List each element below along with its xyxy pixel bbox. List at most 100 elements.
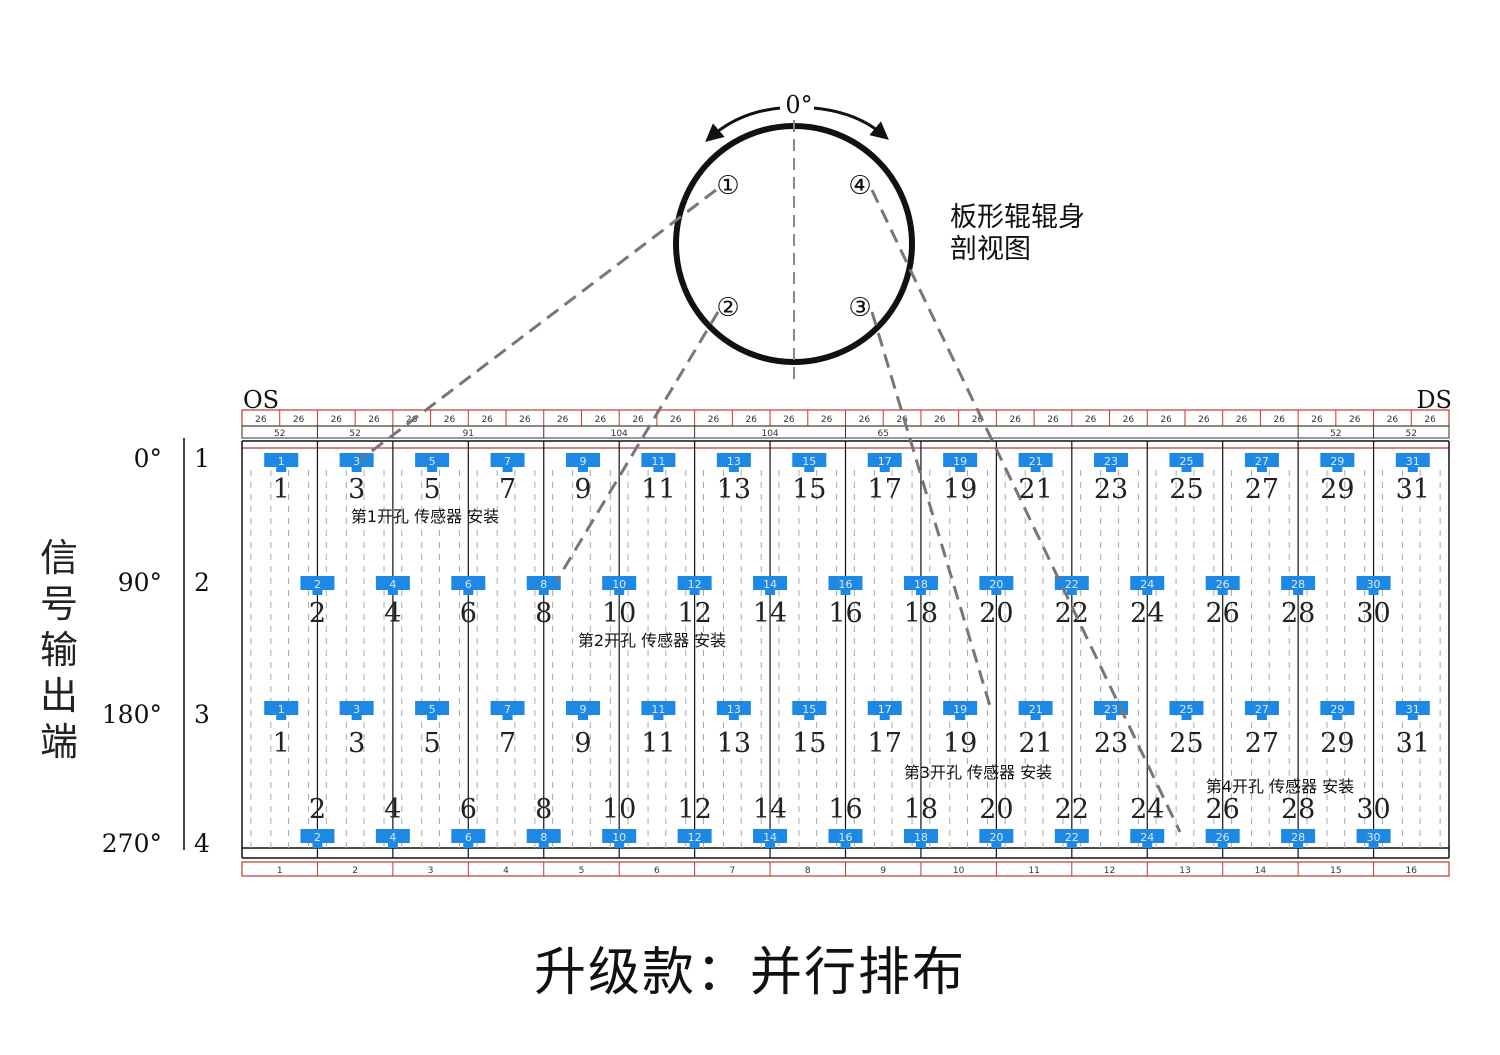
sensor-number-label: 14 bbox=[753, 794, 787, 825]
row-angle-label: 180° bbox=[102, 700, 162, 729]
sensor-icon bbox=[1205, 576, 1240, 590]
sensor-id-label: 23 bbox=[1104, 455, 1118, 468]
sensor-id-label: 20 bbox=[989, 831, 1003, 844]
sensor-number-label: 19 bbox=[943, 474, 977, 505]
sensor-number-label: 3 bbox=[348, 728, 365, 759]
sensor-icon bbox=[1181, 465, 1192, 472]
sensor-id-label: 29 bbox=[1330, 455, 1344, 468]
sensor-icon bbox=[1205, 829, 1240, 843]
top-dim-label: 26 bbox=[444, 415, 456, 425]
second-dim-label: 52 bbox=[349, 429, 360, 439]
sensor-icon bbox=[716, 701, 751, 715]
top-dim-label: 26 bbox=[519, 415, 531, 425]
sensor-icon bbox=[264, 701, 299, 715]
sensor-id-label: 19 bbox=[953, 455, 967, 468]
sensor-id-label: 4 bbox=[389, 831, 396, 844]
sensor-icon bbox=[387, 841, 398, 848]
sensor-id-label: 14 bbox=[763, 831, 777, 844]
sensor-icon bbox=[1030, 713, 1041, 720]
sensor-number-label: 23 bbox=[1094, 728, 1128, 759]
bottom-segment-label: 7 bbox=[729, 866, 735, 876]
sensor-icon bbox=[427, 465, 438, 472]
sensor-id-label: 31 bbox=[1406, 455, 1420, 468]
top-dim-label: 26 bbox=[1274, 415, 1286, 425]
sensor-id-label: 26 bbox=[1216, 578, 1230, 591]
sensor-icon bbox=[1356, 829, 1391, 843]
sensor-number-label: 5 bbox=[424, 728, 441, 759]
sensor-number-label: 25 bbox=[1169, 728, 1203, 759]
sensor-icon bbox=[1368, 588, 1379, 595]
sensor-id-label: 24 bbox=[1140, 578, 1154, 591]
sensor-icon bbox=[577, 713, 588, 720]
bottom-segment-label: 16 bbox=[1406, 866, 1418, 876]
top-dim-label: 26 bbox=[859, 415, 871, 425]
sensor-number-label: 28 bbox=[1281, 794, 1315, 825]
sensor-icon bbox=[1256, 713, 1267, 720]
sensor-icon bbox=[955, 465, 966, 472]
sensor-icon bbox=[276, 465, 287, 472]
sensor-number-label: 6 bbox=[460, 794, 477, 825]
sensor-icon bbox=[1320, 453, 1355, 467]
install-label: 第2开孔 传感器 安装 bbox=[578, 631, 726, 650]
top-dim-label: 26 bbox=[783, 415, 795, 425]
sensor-icon bbox=[653, 465, 664, 472]
sensor-icon bbox=[1169, 701, 1204, 715]
sensor-icon bbox=[903, 829, 938, 843]
rotation-angle-label: 0° bbox=[785, 91, 812, 119]
sensor-icon bbox=[653, 713, 664, 720]
sensor-icon bbox=[1368, 841, 1379, 848]
sensor-id-label: 18 bbox=[914, 831, 928, 844]
sensor-icon bbox=[526, 829, 561, 843]
sensor-icon bbox=[753, 829, 788, 843]
top-dim-label: 26 bbox=[1047, 415, 1059, 425]
sensor-number-label: 30 bbox=[1356, 598, 1390, 629]
sensor-id-label: 12 bbox=[688, 831, 702, 844]
sensor-icon bbox=[979, 829, 1014, 843]
sensor-icon bbox=[312, 841, 323, 848]
second-dim-label: 104 bbox=[761, 429, 778, 439]
top-dim-label: 26 bbox=[1349, 415, 1361, 425]
sensor-id-label: 4 bbox=[389, 578, 396, 591]
row-angle-label: 270° bbox=[102, 829, 162, 858]
sensor-id-label: 6 bbox=[465, 578, 472, 591]
sensor-icon bbox=[1030, 465, 1041, 472]
rotation-arrow-left bbox=[705, 106, 781, 142]
sensor-number-label: 18 bbox=[904, 598, 938, 629]
sensor-icon bbox=[689, 841, 700, 848]
sensor-icon bbox=[1407, 713, 1418, 720]
sensor-icon bbox=[614, 841, 625, 848]
sensor-id-label: 27 bbox=[1255, 703, 1269, 716]
sensor-number-label: 26 bbox=[1206, 598, 1240, 629]
hole-leader-line bbox=[554, 311, 720, 583]
ds-label: DS bbox=[1416, 386, 1452, 414]
sensor-icon bbox=[387, 588, 398, 595]
bottom-segment-label: 13 bbox=[1179, 866, 1190, 876]
sensor-id-label: 7 bbox=[504, 703, 511, 716]
bottom-segment-label: 8 bbox=[805, 866, 811, 876]
sensor-icon bbox=[1293, 588, 1304, 595]
sensor-icon bbox=[689, 588, 700, 595]
cross-section-label: 剖视图 bbox=[950, 234, 1031, 265]
sensor-number-label: 31 bbox=[1396, 474, 1430, 505]
bottom-segment-label: 15 bbox=[1330, 866, 1341, 876]
top-dim-label: 26 bbox=[670, 415, 682, 425]
sensor-icon bbox=[276, 713, 287, 720]
sensor-id-label: 20 bbox=[989, 578, 1003, 591]
row-number-label: 4 bbox=[194, 829, 210, 858]
sensor-id-label: 16 bbox=[839, 578, 853, 591]
bottom-segment-label: 14 bbox=[1255, 866, 1267, 876]
sensor-icon bbox=[728, 465, 739, 472]
sensor-icon bbox=[867, 453, 902, 467]
row-angle-label: 90° bbox=[118, 568, 162, 597]
sensor-number-label: 18 bbox=[904, 794, 938, 825]
sensor-icon bbox=[1094, 701, 1129, 715]
sensor-number-label: 1 bbox=[273, 728, 290, 759]
sensor-id-label: 15 bbox=[802, 455, 816, 468]
sensor-icon bbox=[312, 588, 323, 595]
sensor-icon bbox=[538, 841, 549, 848]
sensor-id-label: 11 bbox=[651, 455, 665, 468]
sensor-icon bbox=[415, 453, 450, 467]
sensor-number-label: 25 bbox=[1169, 474, 1203, 505]
sensor-number-label: 15 bbox=[792, 728, 826, 759]
sensor-icon bbox=[502, 713, 513, 720]
